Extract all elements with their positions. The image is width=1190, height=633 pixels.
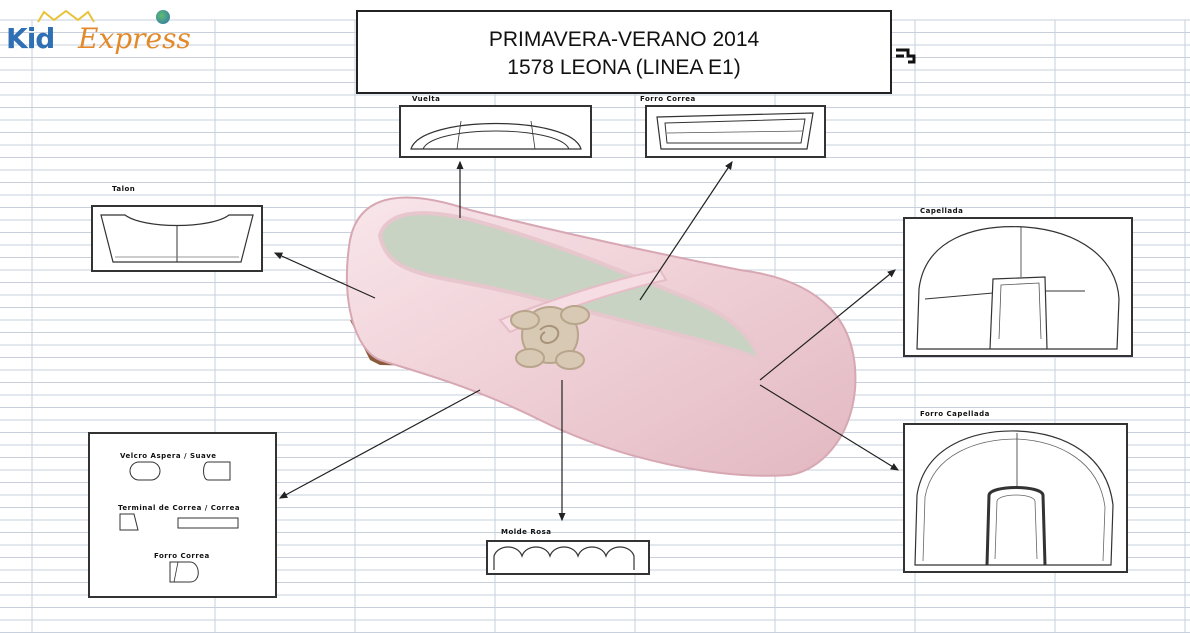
molde-rosa-piece <box>486 540 650 575</box>
season-title: PRIMAVERA-VERANO 2014 <box>488 28 760 51</box>
logo-kid-text: Kid <box>6 22 55 55</box>
forro-capellada-label: Forro Capellada <box>920 410 990 418</box>
talon-label: Talon <box>112 185 136 193</box>
forro-capellada-pattern <box>914 430 1114 566</box>
clipped-glyph <box>896 48 916 64</box>
vuelta-label: Vuelta <box>412 95 441 103</box>
forro-correa-piece <box>645 105 826 158</box>
vuelta-pattern <box>410 120 582 150</box>
velcro-label: Velcro Aspera / Suave <box>120 452 217 460</box>
globe-icon <box>156 10 170 24</box>
capellada-piece <box>903 217 1133 357</box>
talon-piece <box>91 205 263 272</box>
forro-capellada-piece <box>903 423 1128 573</box>
kidexpress-logo: Kid Express <box>6 10 236 70</box>
terminal-label: Terminal de Correa / Correa <box>118 504 241 512</box>
vuelta-piece <box>399 105 592 158</box>
title-box: PRIMAVERA-VERANO 2014 1578 LEONA (LINEA … <box>356 10 892 94</box>
forro-correa-label: Forro Correa <box>640 95 696 103</box>
capellada-pattern <box>916 226 1120 350</box>
shoe-image <box>345 196 857 477</box>
logo-express-text: Express <box>78 22 191 55</box>
accessories-piece: Velcro Aspera / Suave Terminal de Correa… <box>88 432 277 598</box>
molde-rosa-label: Molde Rosa <box>501 528 552 536</box>
capellada-label: Capellada <box>920 207 964 215</box>
forro-corre-label: Forro Correa <box>154 552 210 560</box>
forro-correa-pattern <box>656 112 814 150</box>
talon-pattern <box>100 214 254 263</box>
crown-icon <box>37 10 95 23</box>
molde-rosa-pattern <box>493 546 635 570</box>
accessories-pattern <box>119 461 239 583</box>
model-title: 1578 LEONA (LINEA E1) <box>507 56 741 79</box>
